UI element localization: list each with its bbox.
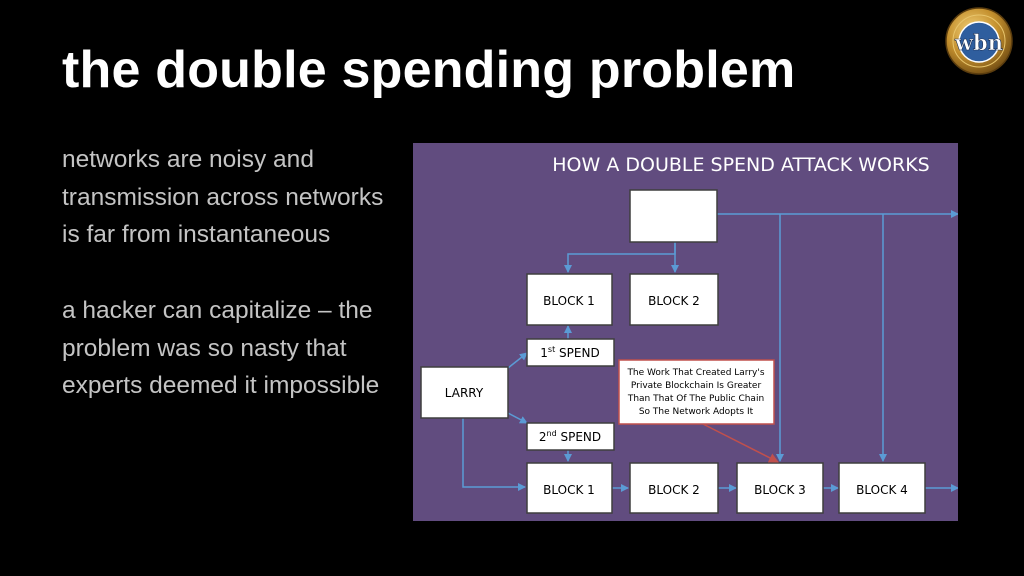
- callout-line-2: Private Blockchain Is Greater: [631, 381, 762, 391]
- private-block-1: [526, 273, 613, 326]
- box-labels: BLOCK 1 BLOCK 2 LARRY BLOCK 1 BLOCK 2 BL…: [445, 294, 908, 497]
- second-spend-word: SPEND: [557, 430, 601, 444]
- first-spend-box: [526, 338, 615, 367]
- first-spend-label: 1st SPEND: [540, 345, 599, 360]
- arrow-larry-to-first-spend: [507, 352, 528, 369]
- first-spend-word: SPEND: [555, 346, 599, 360]
- callout-box: [618, 359, 775, 425]
- paragraph-1: networks are noisy and transmission acro…: [62, 146, 384, 249]
- public-block-1: [526, 462, 613, 514]
- public-block-3-label: BLOCK 3: [754, 483, 806, 497]
- public-block-4-label: BLOCK 4: [856, 483, 908, 497]
- connector-arrows: [462, 210, 958, 492]
- double-spend-diagram: HOW A DOUBLE SPEND ATTACK WORKS BLOCK 1 …: [413, 143, 958, 521]
- second-spend-number: 2: [539, 430, 547, 444]
- body-text: networks are noisy and transmission acro…: [62, 141, 402, 405]
- public-block-1-label: BLOCK 1: [543, 483, 595, 497]
- paragraph-2: a hacker can capitalize – the problem wa…: [62, 296, 380, 400]
- callout-arrow: [702, 423, 779, 463]
- arrow-larry-to-public-block1: [462, 418, 526, 491]
- public-block-2-label: BLOCK 2: [648, 483, 700, 497]
- logo-globe: [958, 21, 1000, 63]
- private-block-1-label: BLOCK 1: [543, 294, 595, 308]
- diagram-title: HOW A DOUBLE SPEND ATTACK WORKS: [552, 154, 930, 176]
- slide-title: the double spending problem: [62, 41, 796, 99]
- second-spend-box: [526, 422, 615, 451]
- diagram-boxes: [420, 189, 926, 514]
- wbn-logo: wbn: [945, 7, 1013, 75]
- larry-label: LARRY: [445, 386, 484, 400]
- callout-note: The Work That Created Larry's Private Bl…: [618, 359, 779, 463]
- top-empty-block: [629, 189, 718, 243]
- public-block-4: [838, 462, 926, 514]
- public-block-2: [629, 462, 719, 514]
- callout-line-4: So The Network Adopts It: [639, 407, 754, 417]
- logo-text: wbn: [954, 30, 1003, 55]
- private-block-2-label: BLOCK 2: [648, 294, 700, 308]
- arrow-larry-to-second-spend: [507, 412, 528, 424]
- private-block-2: [629, 273, 719, 326]
- first-spend-suffix: st: [548, 345, 555, 354]
- callout-line-3: Than That Of The Public Chain: [627, 394, 764, 404]
- callout-line-1: The Work That Created Larry's: [626, 368, 764, 378]
- first-spend-number: 1: [540, 346, 548, 360]
- second-spend-label: 2nd SPEND: [539, 429, 601, 444]
- logo-inner-ring: [952, 14, 1006, 68]
- larry-box: [420, 366, 509, 419]
- second-spend-suffix: nd: [547, 429, 557, 438]
- public-block-3: [736, 462, 824, 514]
